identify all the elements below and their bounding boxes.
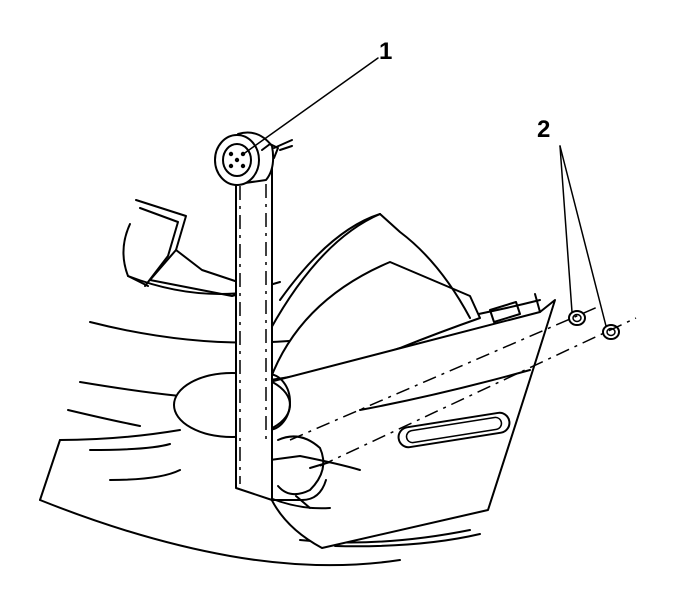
side-marker-slot [397,411,511,449]
nut-upper [568,310,586,326]
retaining-nuts [568,310,620,340]
callout-2: 2 [537,116,551,143]
fog-lamp [214,131,293,186]
leader-lines [241,57,607,327]
callout-1: 1 [379,38,393,65]
alignment-lines [239,184,637,484]
